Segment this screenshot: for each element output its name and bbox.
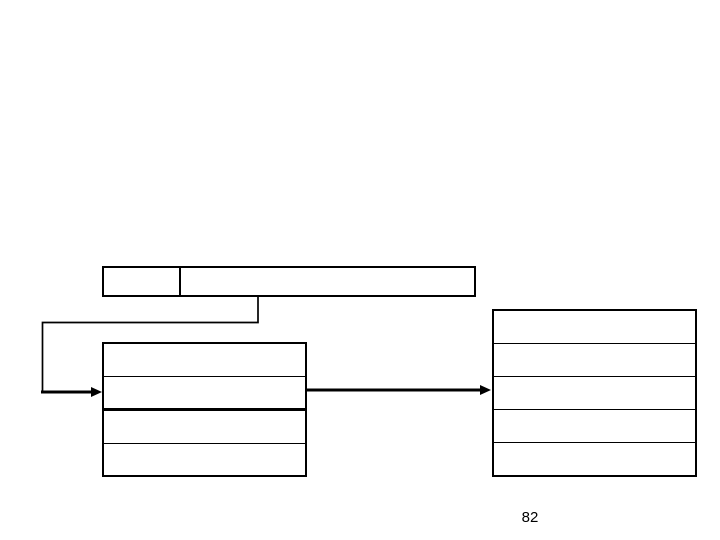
page-number: 82 xyxy=(521,509,539,526)
arrow-left-to-right-head xyxy=(480,385,491,395)
left-table-box xyxy=(102,342,307,477)
right-table-row-5 xyxy=(494,443,695,475)
left-table-row-2 xyxy=(104,377,305,411)
right-table-row-4 xyxy=(494,410,695,443)
right-table-row-2 xyxy=(494,344,695,377)
left-table-row-4 xyxy=(104,444,305,476)
top-header-cell-left xyxy=(104,268,181,295)
right-table-row-3 xyxy=(494,377,695,410)
left-table-row-3 xyxy=(104,411,305,444)
left-table-row-1 xyxy=(104,344,305,377)
right-table-row-1 xyxy=(494,311,695,344)
right-table-box xyxy=(492,309,697,477)
top-header-box xyxy=(102,266,476,297)
arrow-into-left-box-head xyxy=(91,387,102,397)
top-header-cell-right xyxy=(181,268,474,295)
